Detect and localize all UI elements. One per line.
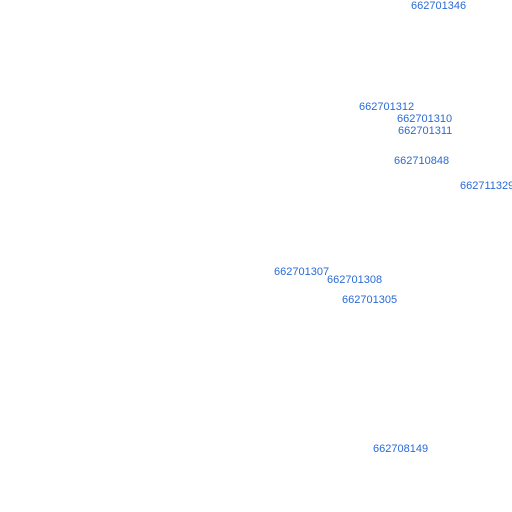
- parcel-label-662711329[interactable]: 662711329: [460, 180, 512, 192]
- parcel-label-662701346[interactable]: 662701346: [411, 0, 467, 12]
- parcel-label-662701308[interactable]: 662701308: [327, 274, 383, 286]
- parcel-label-662710848[interactable]: 662710848: [394, 155, 450, 167]
- parcel-label-662701307[interactable]: 662701307: [274, 266, 330, 278]
- parcel-label-662701305[interactable]: 662701305: [342, 294, 398, 306]
- parcel-label-662701312[interactable]: 662701312: [359, 101, 415, 113]
- parcel-label-662701310[interactable]: 662701310: [397, 113, 453, 125]
- parcel-label-662708149[interactable]: 662708149: [373, 443, 429, 455]
- parcel-label-662701311[interactable]: 662701311: [398, 125, 453, 137]
